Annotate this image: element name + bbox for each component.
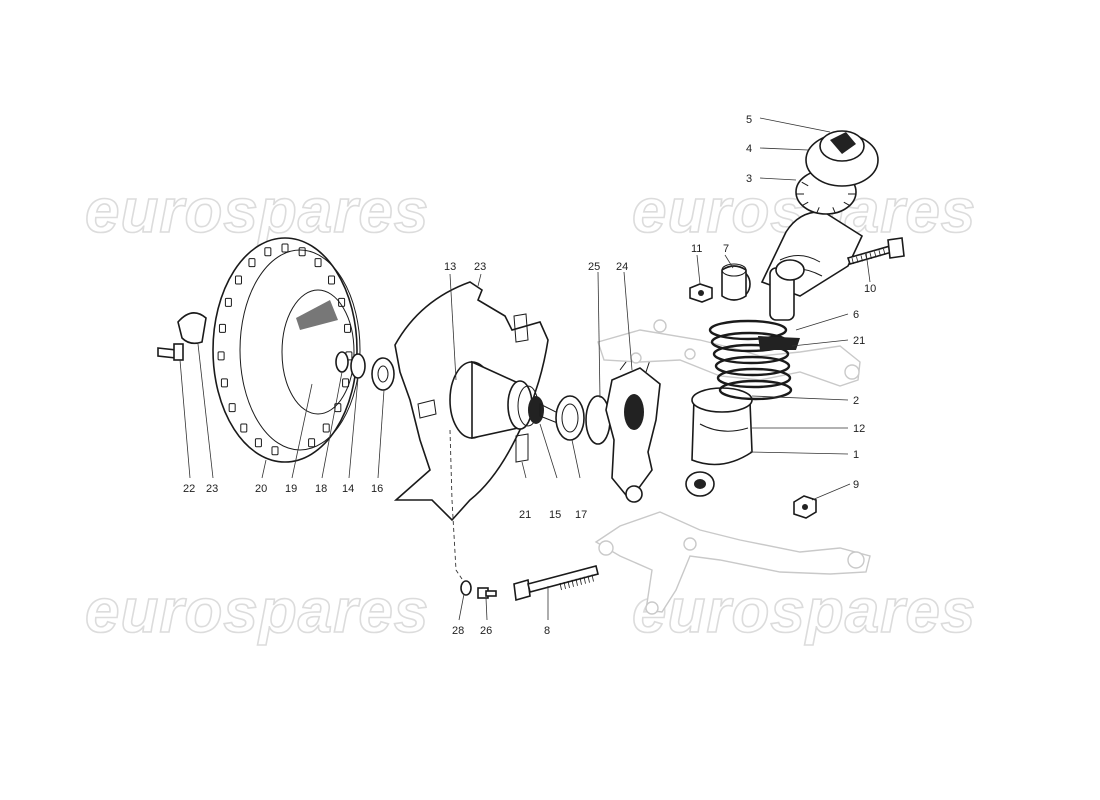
callout-23: 23 [206, 483, 218, 495]
watermark-top-left: eurospares [85, 177, 429, 246]
callout-2: 2 [853, 395, 859, 407]
disc-vent [271, 446, 279, 456]
disc-vent [218, 323, 226, 333]
shield-bolt [477, 587, 497, 599]
bump-tooth [801, 181, 809, 187]
disc-vent [264, 247, 272, 257]
wheel-stud [157, 343, 184, 361]
callout-21-right: 21 [853, 335, 865, 347]
callout-27: 26 [480, 625, 492, 637]
disc-vent [228, 403, 236, 413]
disc-vent [334, 403, 342, 413]
bolt-thread [869, 252, 872, 259]
disc-vent [281, 243, 289, 253]
disc-vent [314, 258, 322, 268]
outer-bearing-parts [335, 351, 395, 391]
disc-vent [338, 297, 346, 307]
bolt-thread [878, 250, 881, 257]
callout-25: 24 [616, 261, 628, 273]
callout-21-left: 21 [519, 509, 531, 521]
dashed-guide [449, 429, 465, 583]
hub-cap [177, 312, 207, 345]
bump-tooth [832, 207, 836, 214]
callout-3: 3 [746, 173, 752, 185]
shield-washer [460, 580, 472, 596]
callout-26: 25 [588, 261, 600, 273]
leader-lines [179, 117, 871, 621]
nut-11 [689, 283, 713, 303]
disc-vent [254, 438, 262, 448]
bolt-thread [563, 581, 566, 590]
disc-vent [234, 275, 242, 285]
lower-wishbone [594, 511, 871, 615]
nut-9 [793, 495, 817, 519]
disc-vent [298, 247, 306, 257]
brake-disc [212, 237, 361, 463]
spring-coil [708, 319, 788, 341]
callout-12: 12 [853, 423, 865, 435]
callout-13: 13 [444, 261, 456, 273]
bump-tooth [843, 201, 851, 207]
wheel-hub [449, 360, 561, 439]
lower-bolt [513, 565, 599, 602]
bolt-thread [851, 257, 854, 265]
callout-24: 23 [474, 261, 486, 273]
spring-coil [718, 379, 793, 401]
callout-8: 8 [544, 625, 550, 637]
disc-vent [224, 297, 232, 307]
bolt-thread [587, 575, 590, 583]
bolt-thread [856, 256, 859, 263]
bolt-thread [860, 255, 863, 262]
callout-1: 1 [853, 449, 859, 461]
callout-28: 28 [452, 625, 464, 637]
callout-17: 17 [575, 509, 587, 521]
callout-5: 5 [746, 114, 752, 126]
callout-18: 18 [315, 483, 327, 495]
callout-19: 19 [285, 483, 297, 495]
bolt-thread [583, 576, 586, 584]
callout-4: 4 [746, 143, 752, 155]
disc-vent [240, 423, 248, 433]
callouts: 5 4 3 11 7 10 6 21 2 12 1 9 13 23 25 24 … [183, 114, 876, 637]
bolt-thread [575, 578, 578, 586]
bolt-thread [883, 248, 886, 255]
inner-bearing-parts [555, 395, 611, 445]
bolt-thread [579, 577, 582, 585]
callout-20: 20 [255, 483, 267, 495]
bush-7 [721, 263, 747, 301]
spring-coil [716, 367, 792, 389]
bolt-thread [567, 580, 570, 588]
callout-6: 6 [853, 309, 859, 321]
bump-tooth [801, 201, 809, 207]
bump-tooth [816, 207, 820, 214]
callout-15: 15 [549, 509, 561, 521]
disc-vent [248, 258, 256, 268]
disc-vent [217, 351, 225, 361]
upper-bolt [846, 237, 905, 265]
disc-vent [342, 378, 350, 388]
bolt-thread [571, 579, 574, 587]
spring-coil [714, 355, 791, 377]
bolt-thread [559, 582, 562, 591]
disc-vent [328, 275, 336, 285]
spring-coil [712, 343, 790, 365]
callout-7: 7 [723, 243, 729, 255]
disc-vent [344, 323, 352, 333]
bolt-thread [874, 251, 877, 258]
callout-16: 16 [371, 483, 383, 495]
bolt-thread [591, 574, 594, 582]
callout-22: 22 [183, 483, 195, 495]
disc-vent [308, 438, 316, 448]
callout-11: 11 [691, 243, 702, 255]
callout-9: 9 [853, 479, 859, 491]
watermark-bottom-right: eurospares [632, 577, 976, 646]
shock-absorber [685, 130, 879, 497]
callout-14: 14 [342, 483, 354, 495]
callout-10: 10 [864, 283, 876, 295]
disc-vent [220, 378, 228, 388]
watermark-bottom-left: eurospares [85, 577, 429, 646]
steering-knuckle [605, 353, 661, 503]
disc-vent [322, 423, 330, 433]
